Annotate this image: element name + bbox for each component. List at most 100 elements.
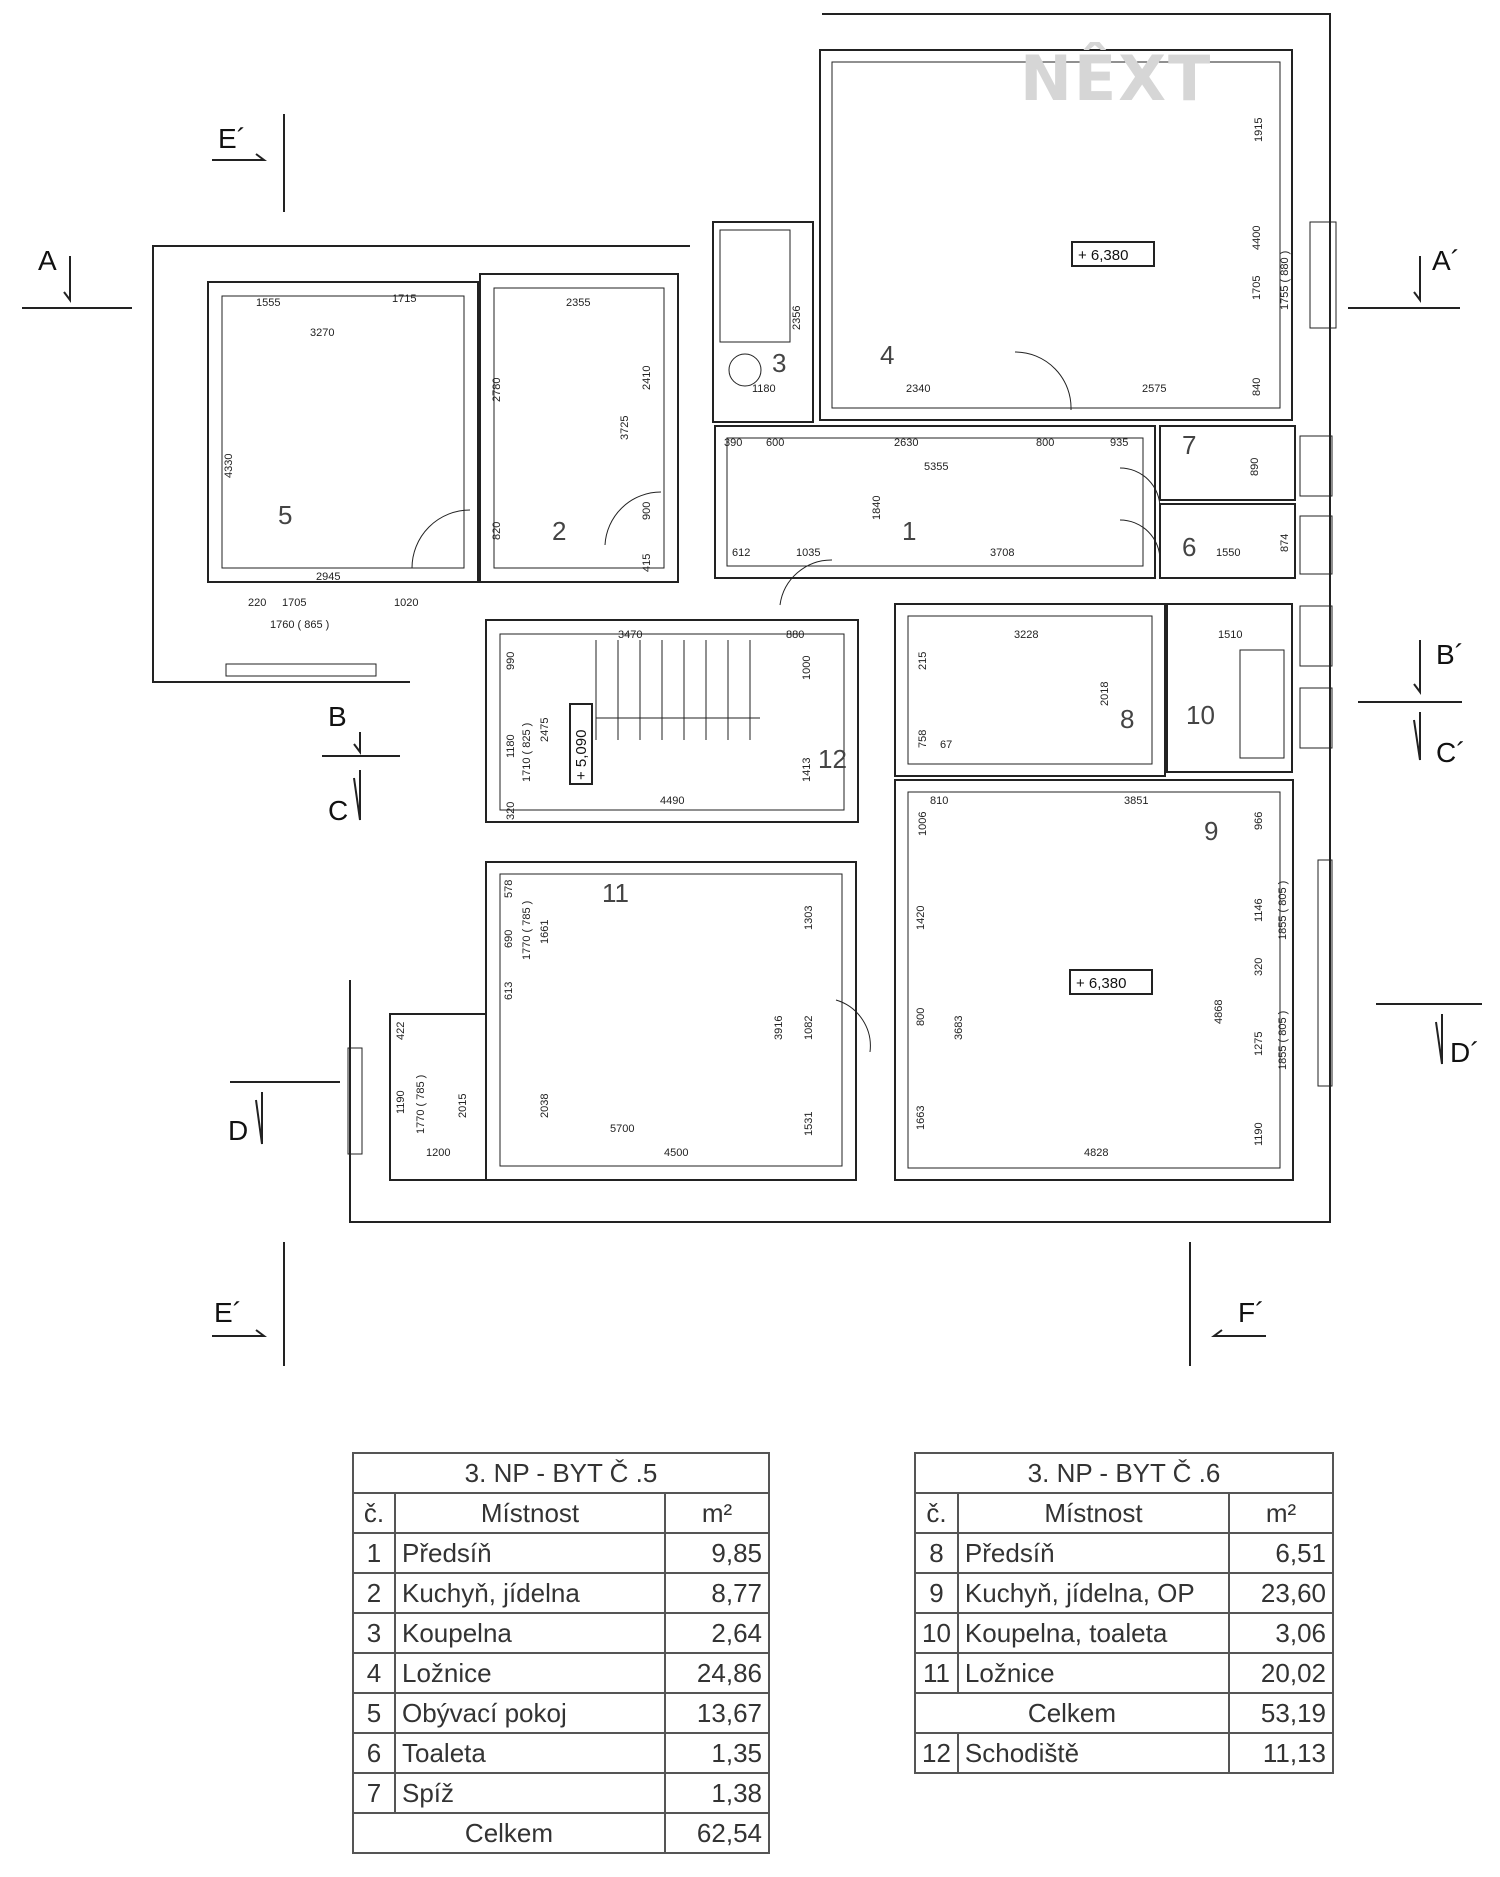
- dim-label: 840: [1251, 378, 1263, 396]
- dim-label: 2356: [791, 306, 803, 330]
- outer-wall-left: [152, 245, 690, 683]
- room-number-11: 11: [602, 878, 629, 908]
- dim-label: 2018: [1099, 682, 1111, 706]
- dim-label: 1840: [871, 496, 883, 520]
- level-marker-upper: + 6,380: [1078, 247, 1128, 264]
- section-label-d: D: [228, 1115, 248, 1146]
- door-swings: [411, 351, 1161, 1053]
- dim-label: 1180: [752, 383, 776, 395]
- dim-label: 2945: [316, 571, 340, 583]
- dim-label: 3270: [310, 327, 334, 339]
- dim-label: 578: [503, 880, 515, 898]
- section-lines: [22, 114, 1482, 1366]
- column-header-area: m²: [1228, 1492, 1334, 1534]
- window-room9: [1317, 859, 1333, 1087]
- dim-label: 2355: [566, 297, 590, 309]
- dim-label: 1190: [1253, 1122, 1265, 1146]
- section-label-d-prime: D´: [1450, 1037, 1480, 1068]
- dim-label: 2410: [641, 366, 653, 390]
- dim-label: 1710 ( 825 ): [521, 723, 533, 782]
- dim-label: 1770 ( 785 ): [415, 1075, 427, 1134]
- section-label-b: B: [328, 701, 347, 732]
- room-10-outline: [1166, 603, 1293, 773]
- dim-label: 810: [930, 795, 948, 807]
- room-number-9: 9: [1204, 816, 1218, 846]
- dim-label: 1006: [917, 812, 929, 836]
- dim-label: 3851: [1124, 795, 1148, 807]
- dim-label: 2038: [539, 1094, 551, 1118]
- dim-label: 2630: [894, 437, 918, 449]
- room-number-10: 10: [1186, 700, 1215, 730]
- dim-label: 1531: [803, 1112, 815, 1136]
- dim-label: 67: [940, 739, 952, 751]
- room-4-outline: [819, 49, 1293, 421]
- stair-steps: [595, 640, 760, 740]
- dim-label: 1555: [256, 297, 280, 309]
- dimension-labels: 1555 1715 3270 2355 2410 2780 3725 4330 …: [223, 118, 1291, 1159]
- dim-label: 320: [1253, 958, 1265, 976]
- dim-label: 1190: [395, 1090, 407, 1114]
- dim-label: 1303: [803, 906, 815, 930]
- dim-label: 690: [503, 930, 515, 948]
- dim-label: 1705: [1251, 276, 1263, 300]
- room-5-outline: [207, 281, 479, 583]
- floor-plan: NÊXT A A´ E´ E´ F´ B C B´ C´ D D´ + 6,38…: [22, 13, 1482, 1366]
- section-label-c: C: [328, 795, 348, 826]
- dim-label: 3228: [1014, 629, 1038, 641]
- room-12-outline: [485, 619, 859, 823]
- dim-label: 4330: [223, 454, 235, 478]
- dim-label: 3708: [990, 547, 1014, 559]
- dim-label: 820: [491, 522, 503, 540]
- room-1-outline: [714, 425, 1156, 579]
- dim-label: 600: [766, 437, 784, 449]
- dim-label: 5700: [610, 1123, 634, 1135]
- section-label-e-bottom: E´: [214, 1297, 242, 1328]
- dim-label: 3725: [619, 416, 631, 440]
- table-title: 3. NP - BYT Č .6: [914, 1452, 1334, 1494]
- column-header-no: č.: [352, 1492, 396, 1534]
- dim-label: 935: [1110, 437, 1128, 449]
- dim-label: 800: [915, 1008, 927, 1026]
- room-number-12: 12: [818, 744, 847, 774]
- dim-label: 1770 ( 785 ): [521, 901, 533, 960]
- room-number-5: 5: [278, 500, 292, 530]
- level-marker-stair: + 5,090: [573, 730, 590, 780]
- section-label-a-prime: A´: [1432, 245, 1460, 276]
- room-number-6: 6: [1182, 532, 1196, 562]
- dim-label: 1715: [392, 293, 416, 305]
- dim-label: 1550: [1216, 547, 1240, 559]
- dim-label: 1855 ( 805 ): [1277, 1011, 1289, 1070]
- dim-label: 3916: [773, 1016, 785, 1040]
- dim-label: 1855 ( 805 ): [1277, 881, 1289, 940]
- dim-label: 2015: [457, 1094, 469, 1118]
- dim-label: 1510: [1218, 629, 1242, 641]
- dim-label: 874: [1279, 534, 1291, 552]
- room-7-outline: [1159, 425, 1296, 501]
- dim-label: 2340: [906, 383, 930, 395]
- dim-label: 2575: [1142, 383, 1166, 395]
- room-number-4: 4: [880, 340, 894, 370]
- dim-label: 422: [395, 1022, 407, 1040]
- section-label-f-prime: F´: [1238, 1297, 1264, 1328]
- window-room4: [1309, 221, 1337, 329]
- dim-label: 1180: [505, 734, 517, 758]
- room-number-2: 2: [552, 516, 566, 546]
- dim-label: 1146: [1253, 898, 1265, 922]
- dim-label: 4828: [1084, 1147, 1108, 1159]
- dim-label: 1915: [1253, 118, 1265, 142]
- outer-wall-top-right: [349, 13, 1331, 1223]
- dim-label: 1661: [539, 920, 551, 944]
- dim-label: 758: [917, 730, 929, 748]
- dim-label: 1420: [915, 906, 927, 930]
- dim-label: 880: [786, 629, 804, 641]
- dim-label: 966: [1253, 812, 1265, 830]
